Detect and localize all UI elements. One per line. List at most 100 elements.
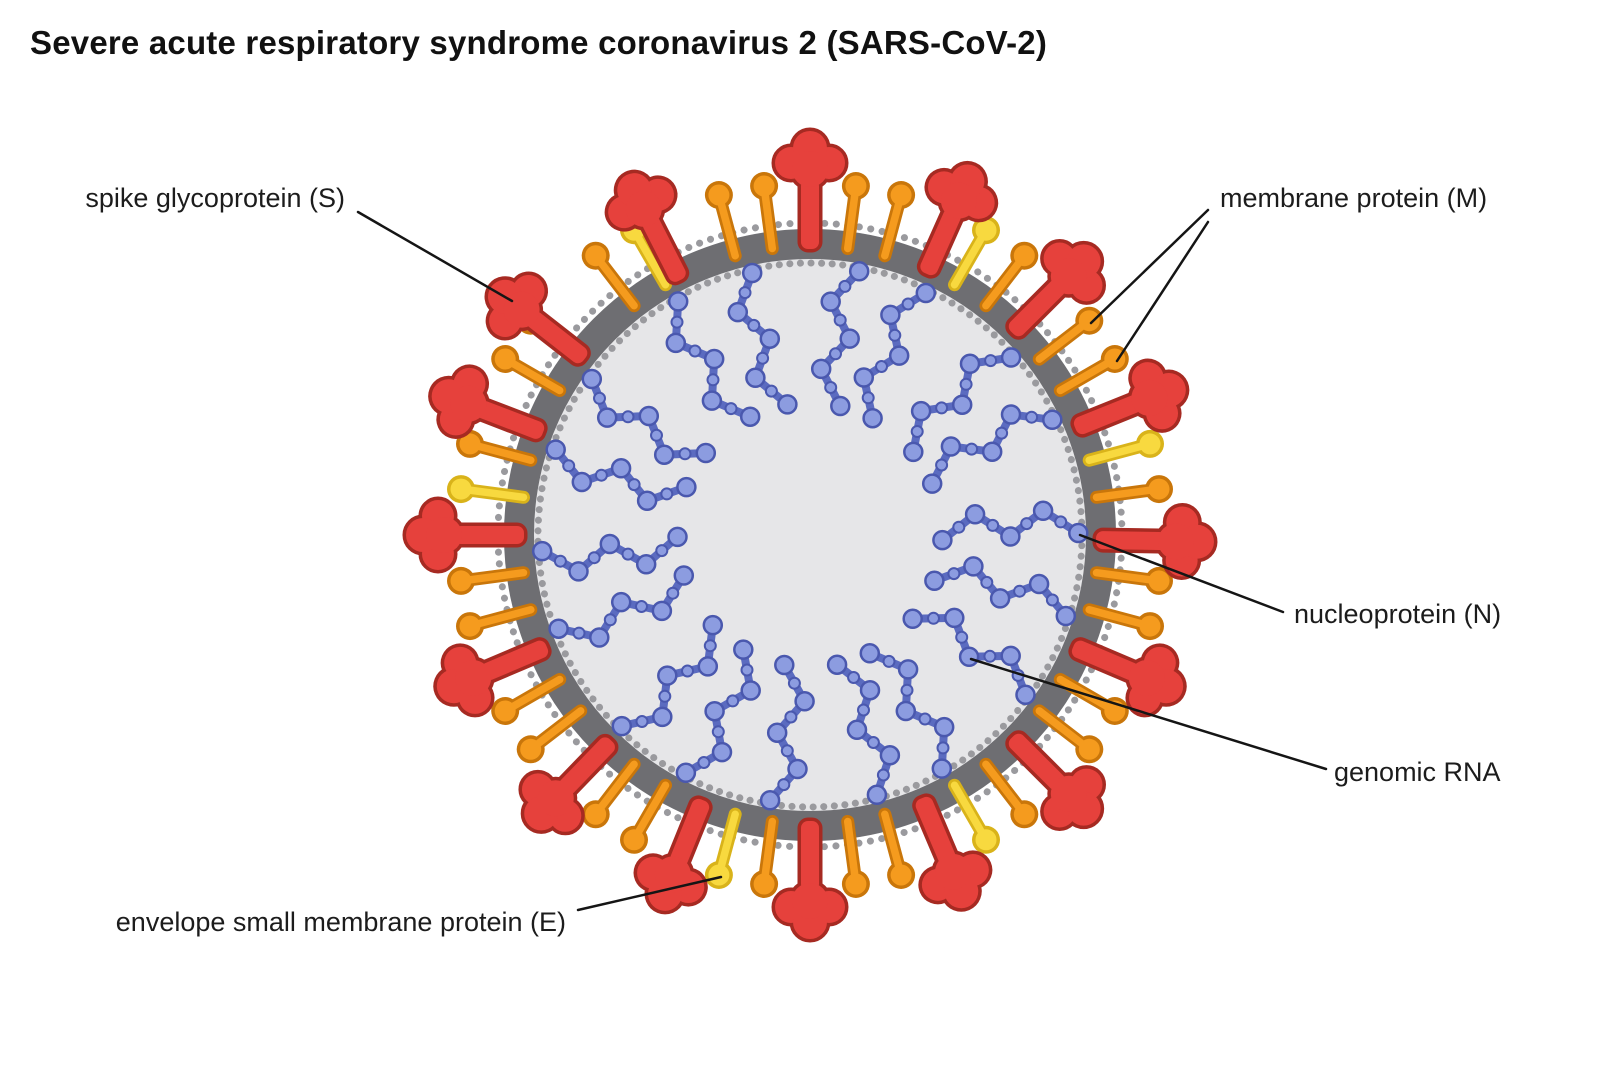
membrane-protein [456, 603, 538, 641]
stalk-stem [760, 817, 777, 885]
spike-fill-layer [521, 737, 615, 832]
nucleoprotein-bead [888, 345, 910, 366]
membrane-protein [516, 704, 588, 764]
spike-fill-layer [1095, 506, 1214, 577]
spike-shape [670, 798, 710, 867]
membrane-protein [1090, 475, 1173, 504]
spike-fill-layer [637, 798, 710, 911]
spike-glycoprotein [1070, 358, 1190, 438]
nucleoprotein-bead [676, 476, 697, 498]
rna-bead-small [688, 344, 702, 358]
nucleoprotein-bead [667, 291, 689, 312]
stalk-stem [1035, 318, 1091, 363]
rna-bead-small [697, 756, 711, 769]
nucleoprotein-label: nucleoprotein (N) [1294, 599, 1501, 629]
nucleoprotein-bead [1000, 526, 1021, 547]
nucleoprotein-bead [733, 639, 754, 660]
spike-shape [940, 182, 977, 219]
spike-fill-layer [1008, 733, 1103, 828]
rna-bead-small [594, 468, 608, 482]
rna-bead-small [952, 520, 966, 534]
nucleoprotein-bead [933, 716, 955, 738]
stalk-stem [881, 810, 905, 876]
rna-bead-small [1054, 515, 1068, 529]
stalk-head [1139, 433, 1161, 455]
rna-bead-small [838, 279, 852, 293]
rna-bead-small [861, 391, 875, 405]
rna-bead-small [747, 318, 761, 332]
virion-body [402, 127, 1218, 943]
spike-shape [1095, 531, 1167, 551]
rna-nucleoprotein-strand [611, 614, 724, 737]
rna-nucleoprotein-strand [675, 639, 761, 784]
stalk-stem [1035, 707, 1091, 752]
nucleoprotein-bead [810, 358, 832, 380]
stalk-head [459, 615, 481, 637]
stalk-stem [982, 760, 1027, 816]
spike-leader-line [356, 210, 514, 303]
membrane-protein [1032, 704, 1104, 764]
rna-bead-small [670, 315, 684, 329]
rna-bead-small [901, 297, 915, 311]
rna-bead-small [875, 360, 888, 373]
envelope-protein [1082, 429, 1164, 467]
envelope-leader-line [576, 875, 723, 912]
rna-nucleoprotein-strand [665, 291, 761, 427]
membrane-protein [1053, 673, 1129, 725]
spike-glycoprotein [633, 795, 713, 915]
rna-bead-small [959, 377, 973, 391]
rna-bead-small [910, 425, 924, 438]
nucleoprotein-leader-line [1078, 533, 1285, 614]
membrane-leader-line-1 [1089, 208, 1210, 325]
nucleoprotein-bead [897, 659, 919, 680]
spike-shape [1073, 395, 1142, 435]
rna-bead-small [655, 544, 669, 558]
spike-shape [1131, 379, 1168, 416]
stalk-head [1013, 803, 1035, 825]
membrane-protein [581, 241, 641, 313]
stalk-head [1139, 615, 1161, 637]
spike-glycoprotein [771, 817, 849, 943]
rna-bead-small [726, 694, 740, 708]
stalk-head [890, 184, 912, 206]
spike-shape [915, 796, 956, 865]
rna-bead-small [703, 639, 717, 653]
stalk-stem [593, 760, 638, 816]
rna-bead-small [711, 725, 725, 739]
spike-fill-layer [775, 821, 845, 939]
spike-shape [480, 640, 549, 681]
stalk-stem [469, 606, 535, 630]
rna-nucleoprotein-strand [759, 654, 815, 811]
nucleoprotein-bead [846, 719, 868, 741]
membrane-leader-line-2 [1115, 220, 1210, 363]
spike-glycoprotein [1005, 730, 1106, 831]
nucleoprotein-bead [932, 529, 953, 551]
nucleoprotein-bead [611, 715, 633, 737]
figure-title: Severe acute respiratory syndrome corona… [30, 24, 1048, 61]
spike-shape [625, 190, 662, 227]
spike-fill-layer [436, 640, 549, 714]
nucleoprotein-bead [866, 784, 888, 806]
spike-glycoprotein [604, 169, 690, 286]
nucleoprotein-bead [880, 304, 901, 326]
genomic-rna-label: genomic RNA [1334, 757, 1501, 787]
nucleoprotein-bead [1015, 684, 1036, 706]
rna-bead-small [986, 518, 1000, 532]
membrane-protein [1032, 306, 1104, 366]
nucleoprotein-bead [931, 758, 953, 779]
spike-glycoprotein [916, 160, 999, 279]
nucleoprotein-bead [636, 490, 658, 512]
rna-bead-small [724, 402, 738, 416]
stalk-head [975, 829, 997, 851]
leader-lines [356, 208, 1328, 912]
stalk-head [753, 873, 775, 895]
rna-bead-small [678, 447, 692, 461]
rna-bead-small [562, 459, 576, 473]
membrane-protein [841, 172, 870, 255]
stalk-head [1013, 245, 1035, 267]
rna-bead-small [824, 381, 838, 394]
rna-bead-small [935, 401, 949, 415]
nucleoprotein-bead [667, 526, 688, 548]
nucleoprotein-bead [777, 394, 798, 415]
rna-nucleoprotein-strand [581, 368, 717, 465]
